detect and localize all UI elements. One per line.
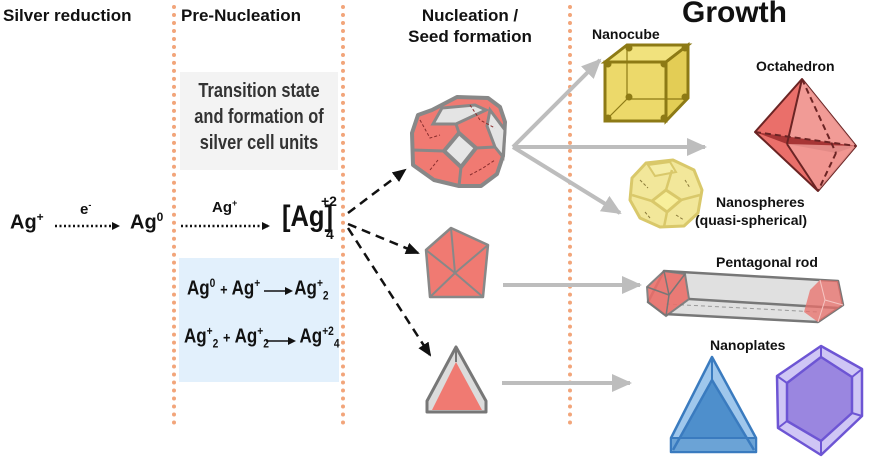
seed-arrow-triangle xyxy=(346,227,432,357)
label-pentagonal-rod: Pentagonal rod xyxy=(716,254,818,270)
seed-arrow-pentagon xyxy=(347,222,420,255)
nanocube-shape xyxy=(600,41,693,125)
stage-nucleation-line2: Seed formation xyxy=(408,27,532,46)
label-nanocube: Nanocube xyxy=(592,26,660,42)
label-nanospheres-2: (quasi-spherical) xyxy=(695,212,808,228)
ag4-cluster-charge: +2 xyxy=(321,193,337,209)
ag-zero: Ag0 xyxy=(130,210,164,234)
separator-2 xyxy=(341,5,345,425)
separator-3 xyxy=(568,5,572,425)
separator-1 xyxy=(172,5,176,425)
stage-pre-nucleation: Pre-Nucleation xyxy=(181,6,301,25)
electron-label: e- xyxy=(80,200,92,218)
transition-line1: Transition state xyxy=(198,80,320,102)
seed-arrow-dodecahedron xyxy=(347,168,407,214)
hexagon-nanoplate-shape xyxy=(775,344,864,457)
equations-box xyxy=(179,258,339,382)
transition-line2: and formation of xyxy=(194,106,324,128)
stage-silver-reduction: Silver reduction xyxy=(3,6,132,25)
octahedron-shape xyxy=(754,78,857,192)
label-octahedron: Octahedron xyxy=(756,58,835,74)
seed-polyhedron xyxy=(410,95,507,188)
label-nanoplates: Nanoplates xyxy=(710,337,786,353)
stage-nucleation-line1: Nucleation / xyxy=(421,6,519,25)
seed-pentagon xyxy=(424,226,490,299)
triangle-nanoplate-shape xyxy=(669,355,758,454)
equation-1: Ag0 + Ag+Ag+2 xyxy=(187,276,329,303)
nanosphere-shape xyxy=(628,158,704,229)
pentagonal-rod-shape xyxy=(645,269,845,324)
ag4-cluster-sub: 4 xyxy=(326,226,334,242)
growth-arrow-nanocube xyxy=(511,58,602,149)
seed-triangle xyxy=(425,345,488,414)
transition-line3: silver cell units xyxy=(199,132,319,154)
label-nanospheres-1: Nanospheres xyxy=(716,194,805,210)
transition-state-box: Transition state and formation of silver… xyxy=(180,72,338,170)
ag-reagent-label: Ag+ xyxy=(212,198,238,216)
growth-arrow-nanospheres xyxy=(511,145,622,215)
ag-ion: Ag+ xyxy=(10,210,44,234)
ag4-cluster: [Ag] xyxy=(282,200,333,233)
stage-growth: Growth xyxy=(682,0,787,29)
